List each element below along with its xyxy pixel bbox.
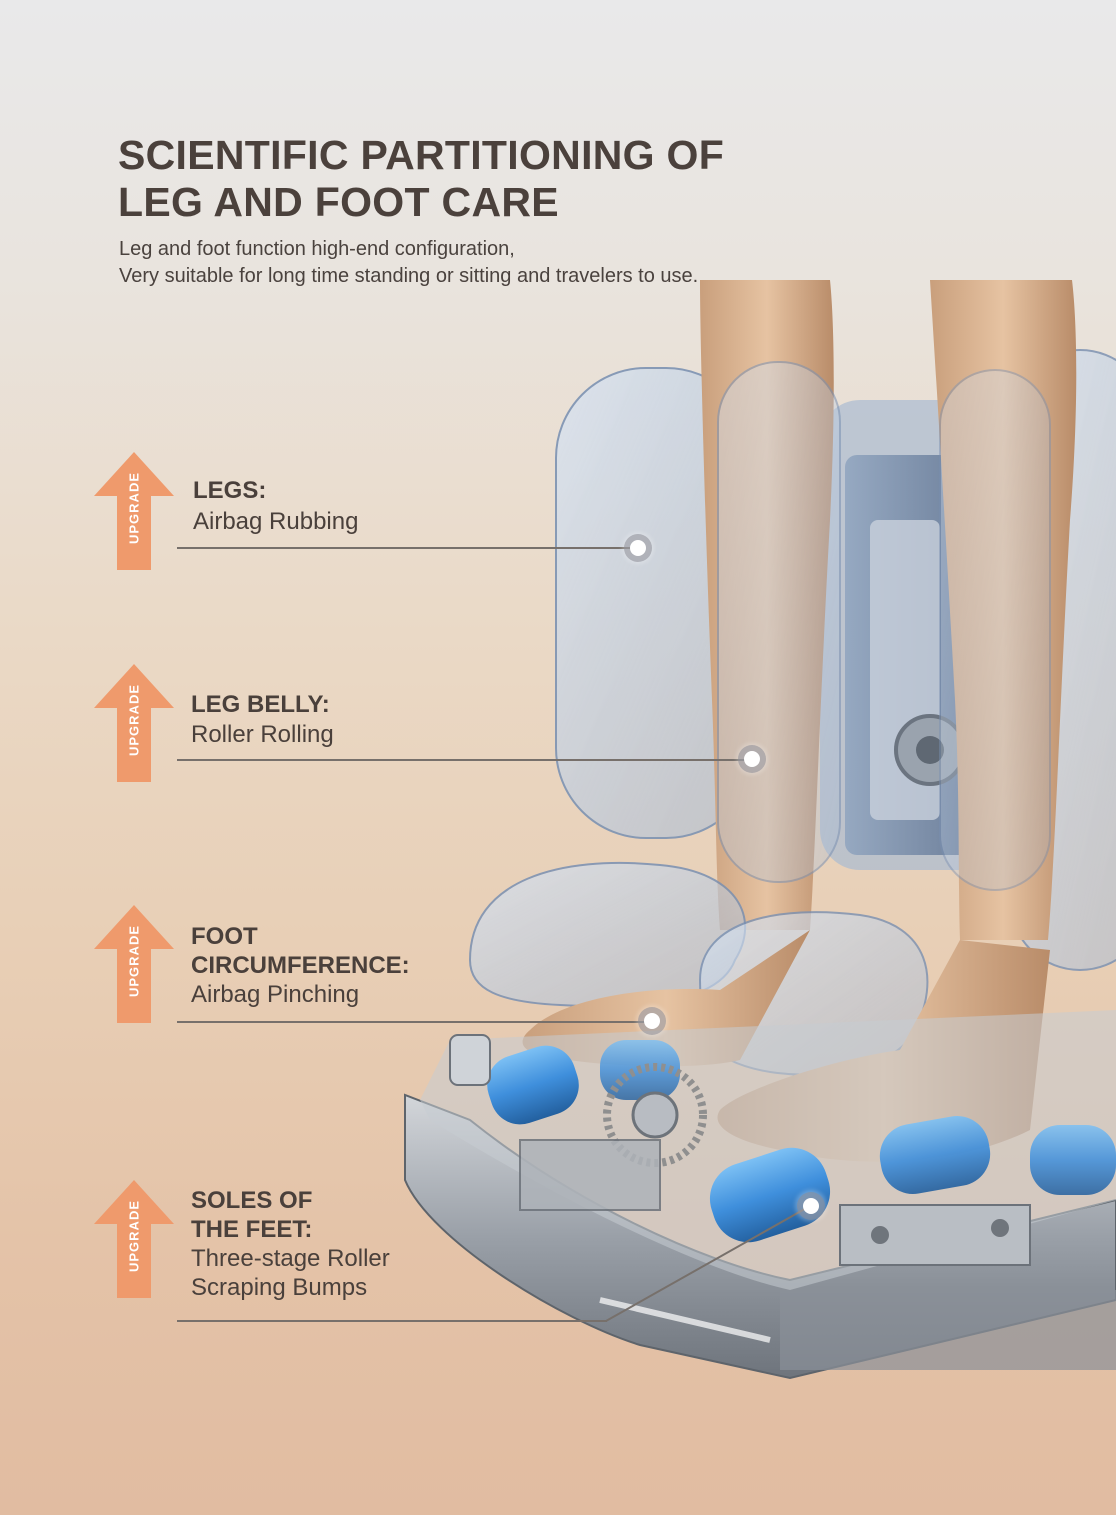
page-subtitle: Leg and foot function high-end configura…	[119, 236, 839, 290]
feature-heading: SOLES OF THE FEET:	[191, 1186, 312, 1244]
feature-description: Airbag Pinching	[191, 980, 359, 1009]
leader-line	[177, 1320, 607, 1322]
upgrade-badge: UPGRADE	[126, 471, 142, 545]
upgrade-arrow-icon: UPGRADE	[94, 452, 174, 570]
feature-description: Three-stage Roller Scraping Bumps	[191, 1244, 390, 1302]
upgrade-badge: UPGRADE	[126, 683, 142, 757]
leader-line	[177, 759, 747, 761]
foot-rollers	[487, 1040, 1116, 1243]
upgrade-arrow-icon: UPGRADE	[94, 1180, 174, 1298]
feature-description-line: Three-stage Roller	[191, 1245, 390, 1272]
hotspot-dot	[744, 751, 760, 767]
upgrade-badge: UPGRADE	[126, 924, 142, 998]
feature-heading-line: THE FEET:	[191, 1216, 313, 1243]
feature-heading: FOOT CIRCUMFERENCE:	[191, 922, 410, 980]
feature-heading-line: CIRCUMFERENCE:	[191, 952, 410, 979]
feature-heading-line: LEGS:	[193, 477, 267, 504]
feature-heading-line: SOLES OF	[191, 1187, 313, 1214]
feature-heading: LEGS:	[193, 476, 266, 505]
feature-description-line: Airbag Rubbing	[193, 508, 359, 535]
subtitle-line-2: Very suitable for long time standing or …	[119, 265, 699, 287]
hotspot-dot	[803, 1198, 819, 1214]
title-line-2: LEG AND FOOT CARE	[118, 179, 559, 225]
leader-line	[177, 547, 633, 549]
feature-description-line: Scraping Bumps	[191, 1274, 368, 1301]
feature-description-line: Roller Rolling	[191, 721, 334, 748]
upgrade-arrow-icon: UPGRADE	[94, 905, 174, 1023]
page-title: SCIENTIFIC PARTITIONING OF LEG AND FOOT …	[118, 132, 818, 226]
upgrade-arrow-icon: UPGRADE	[94, 664, 174, 782]
feature-heading: LEG BELLY:	[191, 690, 330, 719]
hotspot-dot	[644, 1013, 660, 1029]
title-line-1: SCIENTIFIC PARTITIONING OF	[118, 132, 725, 178]
feature-description: Roller Rolling	[191, 720, 334, 749]
feature-description: Airbag Rubbing	[193, 507, 358, 536]
feature-heading-line: FOOT	[191, 923, 258, 950]
hotspot-dot	[630, 540, 646, 556]
upgrade-badge: UPGRADE	[126, 1199, 142, 1273]
leader-line	[177, 1021, 645, 1023]
feature-heading-line: LEG BELLY:	[191, 691, 330, 718]
leader-line-diagonal	[605, 1205, 811, 1322]
subtitle-line-1: Leg and foot function high-end configura…	[119, 238, 515, 260]
feature-description-line: Airbag Pinching	[191, 981, 360, 1008]
